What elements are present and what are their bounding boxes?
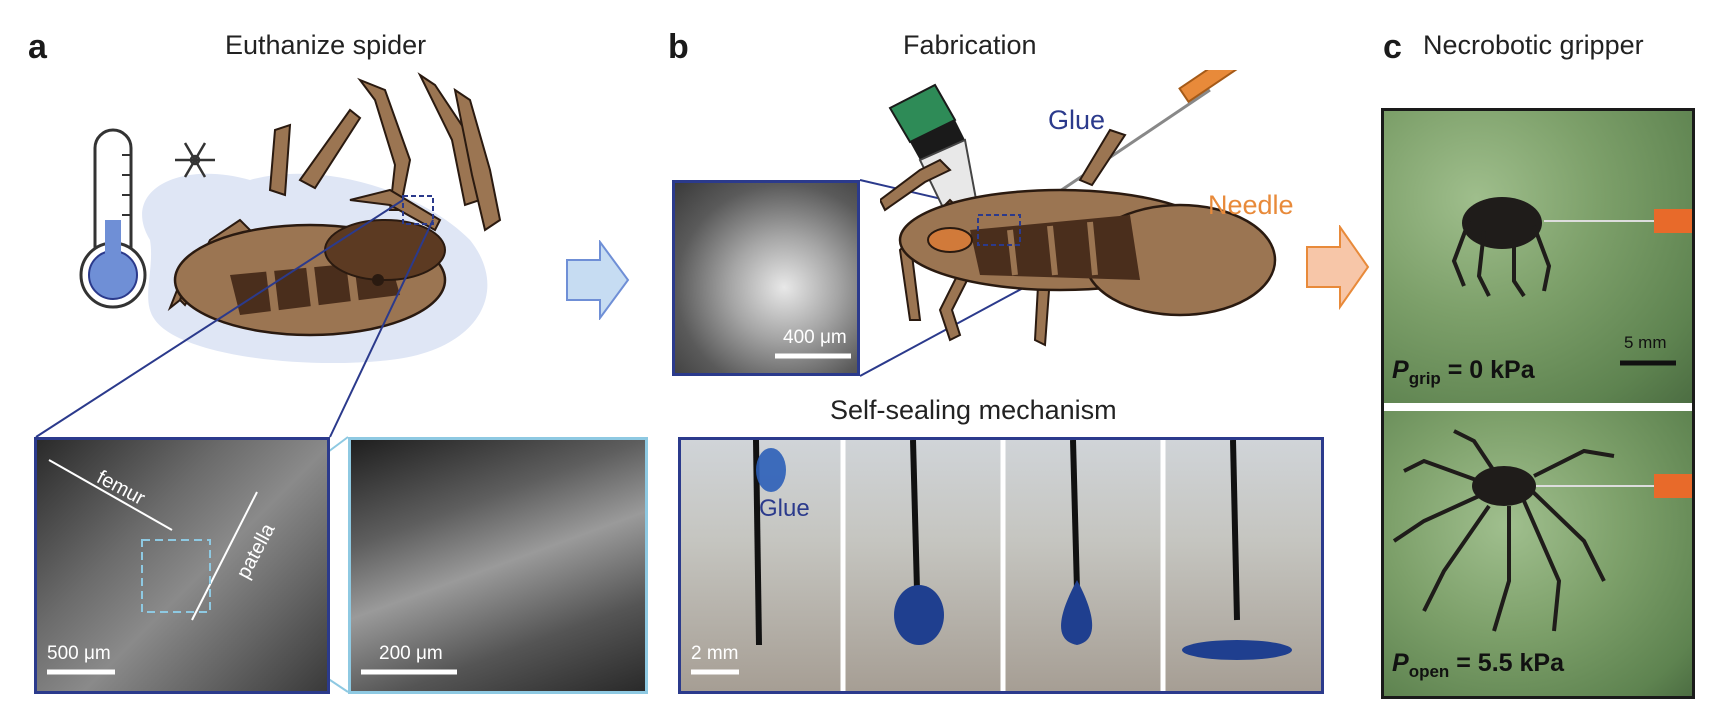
gripper-photo-frame: Pgrip = 0 kPa 5 mm Popen = 5.5 kPa [1381, 108, 1695, 699]
self-sealing-sequence-image: Glue 2 mm [678, 437, 1324, 694]
scale-bar-label: 5 mm [1624, 333, 1667, 352]
gripper-open-photo: Popen = 5.5 kPa [1384, 411, 1692, 696]
sem-joint-closeup-image: 200 μm [348, 437, 648, 694]
panel-a-letter: a [28, 28, 47, 66]
pressure-grip-label: Pgrip = 0 kPa [1392, 356, 1535, 388]
sem-femur-patella-image: femur patella 500 μm [34, 437, 330, 694]
photo-divider [1384, 403, 1692, 411]
thermometer-icon [79, 128, 147, 309]
snowflake-icon [175, 142, 215, 178]
sem-needle-insertion-image: 400 μm [672, 180, 860, 376]
pressure-open-label: Popen = 5.5 kPa [1392, 649, 1564, 681]
zoom-region-marker [402, 195, 434, 225]
panel-b-letter: b [668, 28, 689, 66]
euthanize-illustration [79, 72, 502, 364]
self-sealing-title: Self-sealing mechanism [830, 395, 1117, 425]
scale-bar-label: 400 μm [783, 327, 847, 348]
glue-label: Glue [759, 495, 810, 522]
panel-c-title: Necrobotic gripper [1423, 30, 1644, 60]
needle-label: Needle [1208, 190, 1294, 220]
glue-label: Glue [1048, 105, 1106, 135]
scale-bar-label: 200 μm [379, 643, 443, 664]
panel-b-title: Fabrication [903, 30, 1037, 60]
fabrication-illustration [880, 70, 1277, 347]
panel-c-letter: c [1383, 28, 1402, 66]
gripper-closed-photo: Pgrip = 0 kPa 5 mm [1384, 111, 1692, 403]
scale-bar-label: 500 μm [47, 643, 111, 664]
zoom-region-marker [977, 214, 1021, 246]
panel-a-title: Euthanize spider [225, 30, 427, 60]
glue-syringe-icon [888, 83, 980, 247]
scale-bar-label: 2 mm [691, 643, 739, 664]
arrow-right-icon [1306, 225, 1370, 310]
arrow-right-icon [566, 240, 630, 320]
